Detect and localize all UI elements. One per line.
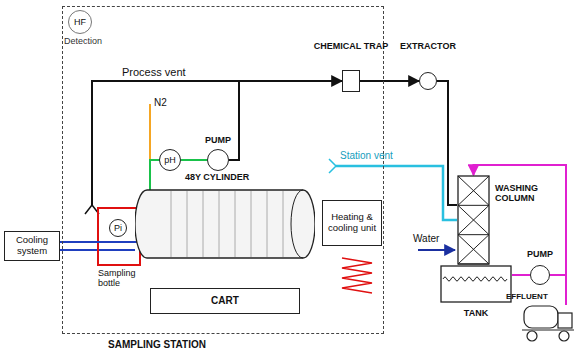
node-heading: 48Y CYLINDER xyxy=(185,172,249,182)
vent-inlet xyxy=(85,205,99,214)
vent-inlet xyxy=(329,159,336,173)
annotation-label: N2 xyxy=(154,97,167,109)
cart-box: CART xyxy=(150,288,300,314)
cylinder: 48Y CYLINDER xyxy=(135,188,315,260)
node-heading: WASHING COLUMN xyxy=(495,183,555,204)
pipe-line xyxy=(437,81,457,205)
n2-line xyxy=(149,104,151,160)
annotation-label: Sampling bottle xyxy=(98,268,150,289)
highlight-box xyxy=(98,208,140,265)
detector-circle: HFDetection xyxy=(68,10,92,34)
node-heading: CHEMICAL TRAP xyxy=(314,41,388,51)
heater-coil xyxy=(342,258,372,293)
node-text: CART xyxy=(211,295,240,307)
washing-column: WASHING COLUMN xyxy=(457,175,490,265)
effluent-line xyxy=(565,275,567,305)
annotation-label: Water xyxy=(413,233,439,245)
water-line xyxy=(418,249,455,251)
pipe-line xyxy=(229,81,342,160)
extractor-fan: EXTRACTOR xyxy=(419,72,437,90)
truck-icon xyxy=(522,306,574,341)
pipe-line xyxy=(150,160,159,190)
pipe-line xyxy=(60,241,137,243)
node-heading: PUMP xyxy=(527,249,553,259)
tank-body xyxy=(440,265,512,303)
pump-circle: PUMP xyxy=(530,265,550,285)
packed-column xyxy=(457,175,490,265)
process-vent-line xyxy=(92,81,239,205)
node-text: HF xyxy=(74,17,87,27)
node-heading: Detection xyxy=(64,36,102,46)
pressure-gauge: Pi xyxy=(109,219,127,237)
node-text: pH xyxy=(164,155,177,165)
chemical-trap-box: CHEMICAL TRAP xyxy=(342,70,360,92)
annotation-label: EFFLUENT xyxy=(506,292,548,301)
pipe-line xyxy=(181,159,207,161)
node-heading: PUMP xyxy=(205,135,231,145)
heating-unit-box: Heating & cooling unit xyxy=(322,200,382,246)
pipe-line xyxy=(360,80,419,82)
cylinder-body xyxy=(135,188,315,260)
cooling-system-box: Cooling system xyxy=(4,231,60,261)
node-heading: SAMPLING STATION xyxy=(108,339,206,351)
node-text: Cooling system xyxy=(8,235,56,257)
pump-circle: PUMP xyxy=(207,149,229,171)
tank: TANK xyxy=(440,265,512,303)
pipe-line xyxy=(512,274,530,276)
node-heading: EXTRACTOR xyxy=(400,41,456,51)
annotation-label: Station vent xyxy=(340,150,393,162)
node-text: Heating & cooling unit xyxy=(326,212,378,234)
ph-sensor: pH xyxy=(159,149,181,171)
node-text: Pi xyxy=(113,223,123,233)
node-heading: TANK xyxy=(464,308,488,318)
annotation-label: Process vent xyxy=(122,66,186,79)
